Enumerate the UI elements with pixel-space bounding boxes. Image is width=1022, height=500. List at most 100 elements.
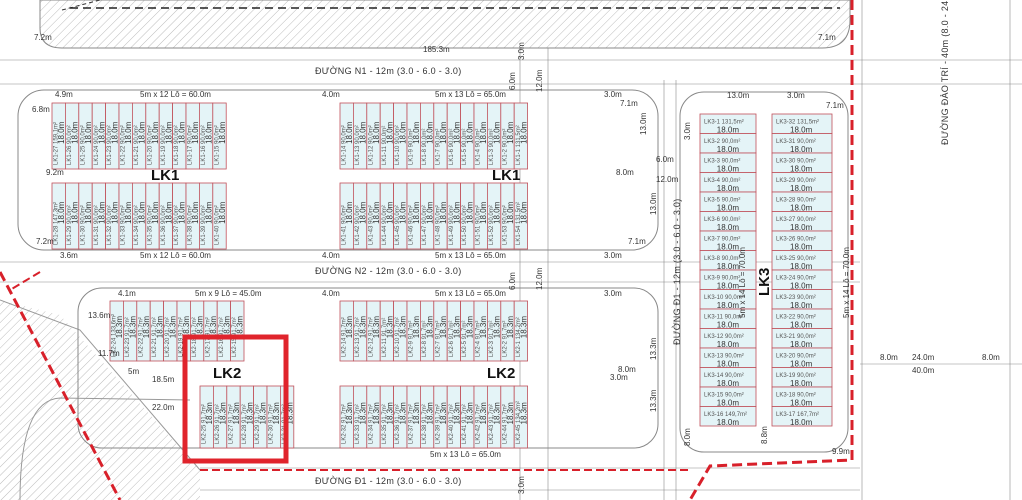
- lot-length: 18.0m: [399, 201, 408, 224]
- lot-length: 18.0m: [164, 121, 173, 144]
- lot-length: 18.0m: [717, 340, 740, 349]
- lot-length: 18.3m: [519, 402, 528, 425]
- lot-length: 18.0m: [466, 201, 475, 224]
- lot-length: 18.3m: [358, 402, 367, 425]
- lot-label: LK3-11 90,0m²: [704, 314, 743, 320]
- lot-length: 18.0m: [111, 121, 120, 144]
- lot-length: 18.0m: [84, 201, 93, 224]
- lot-label: LK2-32 91,7m²: [342, 404, 348, 444]
- dim-13-3-b: 13.3m: [649, 389, 658, 412]
- block-label-lk2-right: LK2: [487, 365, 515, 382]
- lot-label: LK2-44 91,7m²: [502, 404, 508, 444]
- lot-length: 18.3m: [479, 402, 488, 425]
- lot-length: 18.3m: [245, 402, 254, 425]
- dim-6-0-a: 6.0m: [656, 155, 674, 164]
- lot-label: LK3-14 90,0m²: [704, 373, 744, 379]
- lot-length: 18.0m: [57, 121, 66, 144]
- lot-length: 18.0m: [164, 201, 173, 224]
- dim-3-0-g: 3.0m: [517, 476, 526, 494]
- lot-label: LK1-25 90,0m²: [80, 125, 86, 165]
- lot-label: LK2-36 91,7m²: [395, 404, 401, 444]
- dim-lk3-spec-2: 5m x 14 Lô = 70.0m: [738, 247, 747, 318]
- lot-length: 18.0m: [717, 360, 740, 369]
- lot-length: 18.3m: [385, 316, 394, 339]
- lot-length: 18.0m: [345, 201, 354, 224]
- lot-label: LK2-19 91,7m²: [179, 317, 185, 357]
- lot-length: 18.0m: [70, 121, 79, 144]
- block-lk3-outline: [679, 91, 849, 453]
- dim-11-7: 11.7m: [98, 349, 120, 358]
- lot-label: LK2-29 91,7m²: [255, 404, 261, 444]
- lot-label: LK3-30 90,0m²: [776, 158, 816, 164]
- lot-label: LK1-21 90,0m²: [134, 125, 140, 165]
- lot-length: 18.3m: [372, 316, 381, 339]
- lot-length: 18.0m: [191, 201, 200, 224]
- lot-length: 18.0m: [717, 418, 740, 427]
- lot-label: LK1-44 90,0m²: [382, 205, 388, 245]
- road-label-n1: ĐƯỜNG N1 - 12m (3.0 - 6.0 - 3.0): [315, 66, 462, 76]
- lot-length: 18.3m: [492, 316, 501, 339]
- lot-length: 18.0m: [519, 121, 528, 144]
- dim-5m: 5m: [128, 367, 139, 376]
- lot-label: LK1-37 90,0m²: [174, 205, 180, 245]
- lot-label: LK1-46 90,0m²: [409, 205, 415, 245]
- lot-label: LK3-31 90,0m²: [776, 139, 816, 145]
- dim-3-0-b: 3.0m: [604, 251, 622, 260]
- lot-label: LK2-39 91,7m²: [435, 404, 441, 444]
- lot-length: 18.0m: [717, 145, 740, 154]
- lot-length: 18.3m: [345, 402, 354, 425]
- dim-7-1-d: 7.1m: [826, 101, 844, 110]
- lot-label: LK1-19 90,0m²: [161, 125, 167, 165]
- lot-length: 18.0m: [358, 121, 367, 144]
- dim-lk2-left-spec: 5m x 9 Lô = 45.0m: [195, 289, 262, 298]
- lot-length: 18.0m: [97, 201, 106, 224]
- lot-label: LK1-14 90,0m²: [342, 125, 348, 165]
- lot-label: LK1-27 159,1m²: [54, 122, 60, 165]
- dim-7-1-a: 7.1m: [818, 33, 836, 42]
- lot-label: LK3-5 90,0m²: [704, 197, 740, 203]
- lot-length: 18.3m: [425, 402, 434, 425]
- lot-label: LK2-1 134,2m²: [516, 317, 522, 357]
- lot-label: LK3-32 131,5m²: [776, 119, 819, 125]
- lot-label: LK2-11 91,7m²: [382, 318, 388, 357]
- dim-12-0-c: 12.0m: [535, 267, 544, 290]
- lot-label: LK1-8 90,0m²: [422, 129, 428, 165]
- lot-label: LK1-39 90,0m²: [201, 205, 207, 245]
- lot-label: LK3-15 90,0m²: [704, 392, 744, 398]
- lot-length: 18.3m: [236, 316, 245, 339]
- dim-8-0-d: 8.0m: [616, 168, 634, 177]
- lot-length: 18.0m: [191, 121, 200, 144]
- lot-length: 18.0m: [717, 165, 740, 174]
- lot-length: 18.0m: [218, 201, 227, 224]
- lot-length: 18.0m: [372, 121, 381, 144]
- lot-label: LK1-38 90,0m²: [188, 205, 194, 245]
- lot-length: 18.3m: [169, 316, 178, 339]
- lot-length: 18.3m: [519, 316, 528, 339]
- dim-6-8: 6.8m: [32, 105, 50, 114]
